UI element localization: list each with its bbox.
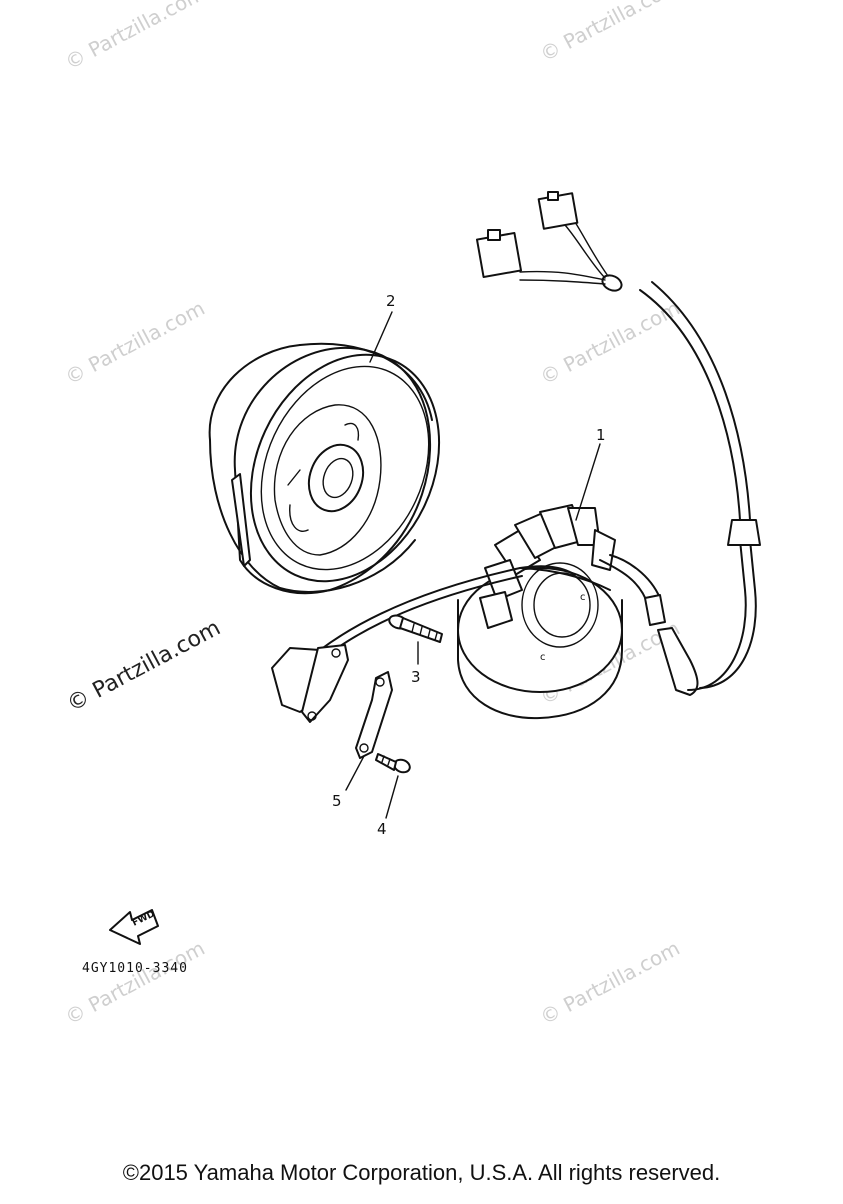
fwd-arrow: FWD (109, 909, 159, 945)
svg-text:c: c (540, 652, 546, 663)
bolt-part-3 (388, 614, 443, 643)
leader-line-5 (345, 755, 365, 791)
leader-line-4 (385, 775, 399, 819)
leader-line-2 (369, 311, 393, 363)
callout-1: 1 (596, 426, 606, 444)
screw-part-4 (375, 753, 411, 774)
watermark-prominent: © Partzilla.com (63, 616, 225, 718)
watermark-mid-right: © Partzilla.com (536, 296, 684, 390)
callout-5: 5 (332, 792, 342, 810)
copyright-notice: ©2015 Yamaha Motor Corporation, U.S.A. A… (122, 1160, 721, 1185)
clamp-plate-part-5 (355, 671, 393, 759)
diagram-part-number: 4GY1010-3340 (82, 961, 188, 976)
callout-4: 4 (377, 820, 387, 838)
watermark-bottom-right: © Partzilla.com (536, 936, 684, 1030)
watermark-bottom-left: © Partzilla.com (61, 936, 209, 1030)
pickup-coil (271, 644, 349, 723)
watermark-mid-left: © Partzilla.com (61, 296, 209, 390)
flywheel-rotor (208, 342, 441, 595)
watermark-top-left: © Partzilla.com (61, 0, 209, 74)
callout-3: 3 (411, 668, 421, 686)
watermark-top-right: © Partzilla.com (536, 0, 684, 66)
leader-line-1 (575, 443, 601, 521)
stator-assembly: c c (319, 191, 761, 720)
svg-text:c: c (580, 592, 586, 603)
callout-2: 2 (386, 292, 396, 310)
